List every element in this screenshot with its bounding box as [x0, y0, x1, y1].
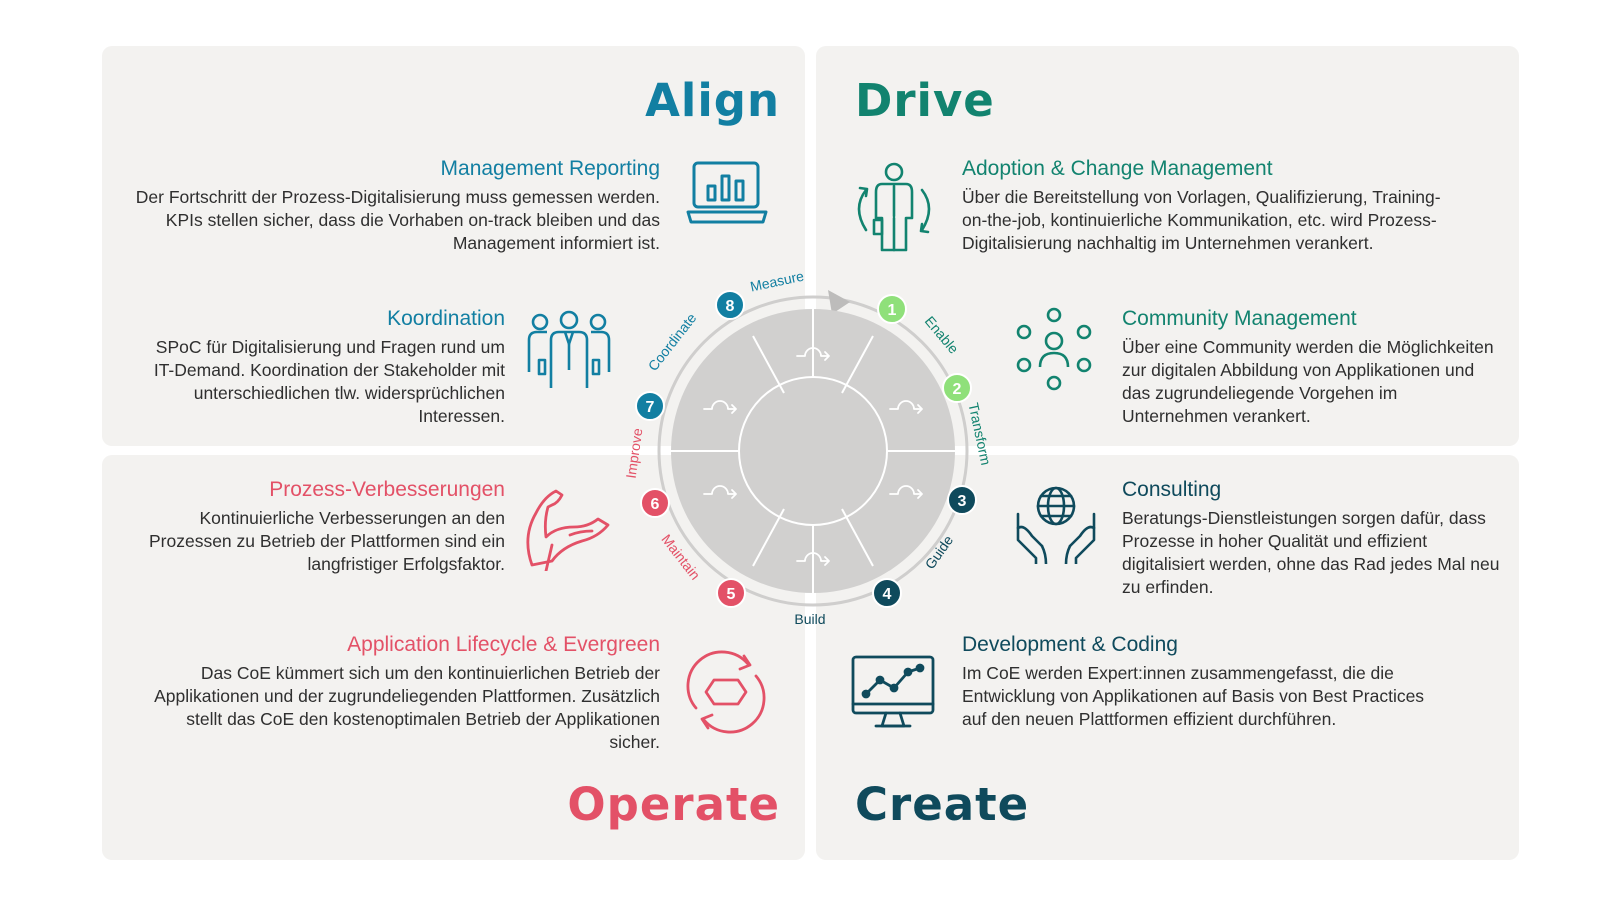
- community-title: Community Management: [1122, 307, 1357, 330]
- community-network-icon: [1016, 307, 1092, 391]
- prozess-text: Kontinuierliche Verbesserungen an den Pr…: [148, 508, 505, 574]
- development-title: Development & Coding: [962, 633, 1178, 656]
- consulting-title: Consulting: [1122, 478, 1222, 501]
- lifecycle-block: Application Lifecycle & Evergreen Das Co…: [150, 633, 660, 754]
- lifecycle-text: Das CoE kümmert sich um den kontinuierli…: [154, 663, 660, 752]
- prozess-title: Prozess-Verbesserungen: [269, 478, 505, 501]
- hands-globe-icon: [1016, 486, 1096, 564]
- management-reporting-text: Der Fortschritt der Prozess-Digitalisier…: [135, 187, 660, 253]
- lifecycle-title: Application Lifecycle & Evergreen: [347, 633, 660, 656]
- hexagon-cycle-icon: [686, 650, 766, 734]
- koordination-text: SPoC für Digitalisierung und Fragen rund…: [153, 337, 505, 426]
- operate-title: Operate: [567, 778, 780, 831]
- management-reporting-block: Management Reporting Der Fortschritt der…: [120, 157, 660, 255]
- development-block: Development & Coding Im CoE werden Exper…: [962, 633, 1452, 731]
- monitor-graph-icon: [851, 655, 935, 728]
- team-people-icon: [527, 310, 611, 388]
- create-title: Create: [855, 778, 1030, 831]
- align-title: Align: [645, 74, 780, 127]
- laptop-chart-icon: [686, 161, 768, 224]
- community-block: Community Management Über eine Community…: [1122, 307, 1507, 428]
- koordination-block: Koordination SPoC für Digitalisierung un…: [150, 307, 505, 428]
- consulting-text: Beratungs-Dienstleistungen sorgen dafür,…: [1122, 508, 1500, 597]
- consulting-block: Consulting Beratungs-Dienstleistungen so…: [1122, 478, 1507, 599]
- person-cycle-icon: [857, 162, 931, 252]
- muscle-arm-icon: [526, 489, 610, 571]
- prozess-block: Prozess-Verbesserungen Kontinuierliche V…: [120, 478, 505, 576]
- koordination-title: Koordination: [387, 307, 505, 330]
- management-reporting-title: Management Reporting: [440, 157, 660, 180]
- drive-title: Drive: [855, 74, 995, 127]
- adoption-title: Adoption & Change Management: [962, 157, 1273, 180]
- community-text: Über eine Community werden die Möglichke…: [1122, 337, 1494, 426]
- development-text: Im CoE werden Expert:innen zusammengefas…: [962, 663, 1425, 729]
- adoption-text: Über die Bereitstellung von Vorlagen, Qu…: [962, 187, 1441, 253]
- adoption-block: Adoption & Change Management Über die Be…: [962, 157, 1452, 255]
